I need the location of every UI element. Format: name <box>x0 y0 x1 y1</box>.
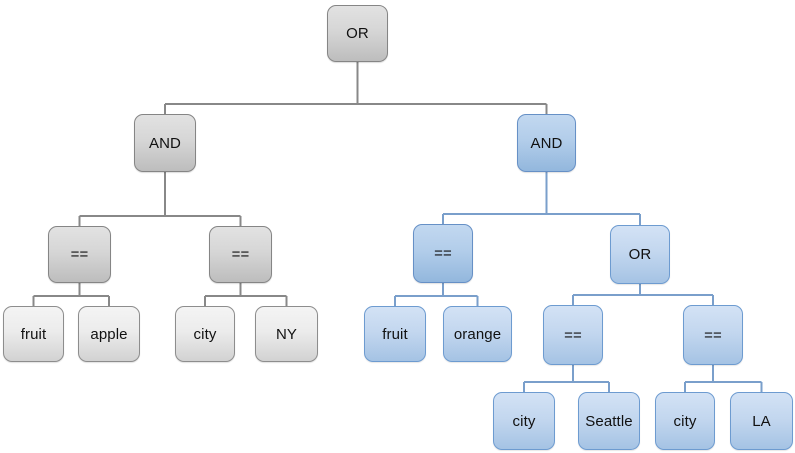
tree-node-label: == <box>564 326 582 344</box>
tree-node-label: city <box>512 412 536 430</box>
tree-node-b-seattle[interactable]: Seattle <box>578 392 640 450</box>
tree-node-r-fruit[interactable]: fruit <box>364 306 426 362</box>
tree-node-label: == <box>231 246 250 263</box>
tree-node-b-city2[interactable]: city <box>655 392 715 450</box>
tree-node-label: city <box>673 412 697 430</box>
tree-node-label: == <box>434 245 452 262</box>
tree-node-label: OR <box>628 246 652 263</box>
tree-node-l-eq1[interactable]: == <box>48 226 111 283</box>
tree-node-l-apple[interactable]: apple <box>78 306 140 362</box>
tree-node-label: Seattle <box>585 412 633 430</box>
tree-node-l-fruit[interactable]: fruit <box>3 306 64 362</box>
tree-node-b-la[interactable]: LA <box>730 392 793 450</box>
tree-node-r-eq3[interactable]: == <box>683 305 743 365</box>
tree-node-l-eq2[interactable]: == <box>209 226 272 283</box>
tree-node-label: city <box>193 325 217 343</box>
tree-node-r-eq1[interactable]: == <box>413 224 473 283</box>
tree-node-l-ny[interactable]: NY <box>255 306 318 362</box>
tree-node-label: AND <box>530 134 563 152</box>
tree-node-label: LA <box>752 412 771 430</box>
tree-node-r-and[interactable]: AND <box>517 114 576 172</box>
tree-node-label: orange <box>453 325 502 343</box>
tree-node-l-city[interactable]: city <box>175 306 235 362</box>
tree-node-label: OR <box>346 25 369 42</box>
tree-node-label: NY <box>275 325 298 343</box>
tree-node-label: fruit <box>382 325 408 343</box>
tree-node-b-city1[interactable]: city <box>493 392 555 450</box>
tree-node-root[interactable]: OR <box>327 5 388 62</box>
tree-node-l-and[interactable]: AND <box>134 114 196 172</box>
tree-node-label: AND <box>149 134 181 152</box>
tree-node-label: == <box>704 326 722 344</box>
tree-node-r-or[interactable]: OR <box>610 225 670 284</box>
tree-node-label: fruit <box>20 325 47 343</box>
tree-node-r-eq2[interactable]: == <box>543 305 603 365</box>
tree-node-label: == <box>70 246 89 263</box>
tree-node-r-orange[interactable]: orange <box>443 306 512 362</box>
tree-node-label: apple <box>90 325 128 343</box>
